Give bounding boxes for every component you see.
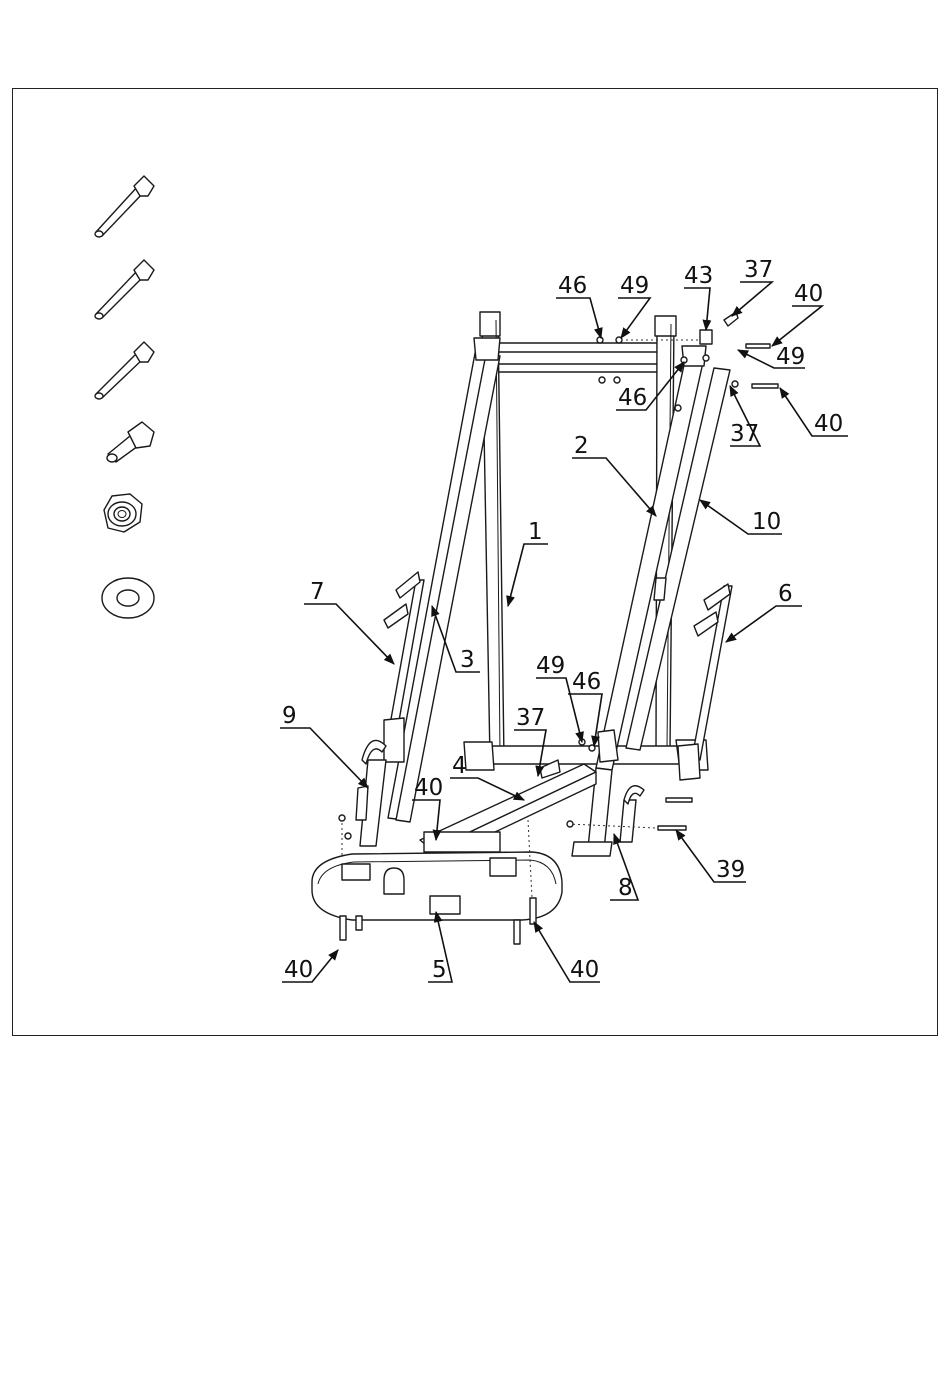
- callout-46-bottom: 46: [572, 669, 601, 695]
- long-bolt-icon: [95, 176, 154, 237]
- long-bolt-icon: [95, 260, 154, 319]
- callout-40-bottom-left: 40: [284, 957, 313, 983]
- callout-43: 43: [684, 263, 713, 289]
- callout-9: 9: [282, 703, 297, 729]
- callout-3: 3: [460, 647, 475, 673]
- callout-49-right: 49: [776, 344, 805, 370]
- callout-1: 1: [528, 519, 543, 545]
- callout-46-top: 46: [558, 273, 587, 299]
- callout-37-bottom: 37: [516, 705, 545, 731]
- callout-2: 2: [574, 433, 589, 459]
- part-4-center-beam: [420, 760, 596, 862]
- callout-40-top: 40: [794, 281, 823, 307]
- part-5-front-base: [312, 852, 562, 920]
- part-9-front-post: [356, 740, 386, 846]
- long-bolt-icon: [95, 342, 154, 399]
- callout-40-bottom-right: 40: [570, 957, 599, 983]
- callout-49-top: 49: [620, 273, 649, 299]
- short-bolt-icon: [107, 422, 154, 462]
- callout-49-bottom: 49: [536, 653, 565, 679]
- callout-40-beam: 40: [414, 775, 443, 801]
- callout-8: 8: [618, 875, 633, 901]
- callout-6: 6: [778, 581, 793, 607]
- lock-nut-icon: [104, 494, 142, 532]
- callout-46-mid: 46: [618, 385, 647, 411]
- callout-10: 10: [752, 509, 781, 535]
- top-crossbar: [488, 343, 662, 372]
- washer-icon: [102, 578, 154, 618]
- callout-4: 4: [452, 753, 467, 779]
- callout-39: 39: [716, 857, 745, 883]
- callout-40-mid: 40: [814, 411, 843, 437]
- callout-37-mid: 37: [730, 421, 759, 447]
- callout-7: 7: [310, 579, 325, 605]
- callout-37-top: 37: [744, 257, 773, 283]
- callout-5: 5: [432, 957, 447, 983]
